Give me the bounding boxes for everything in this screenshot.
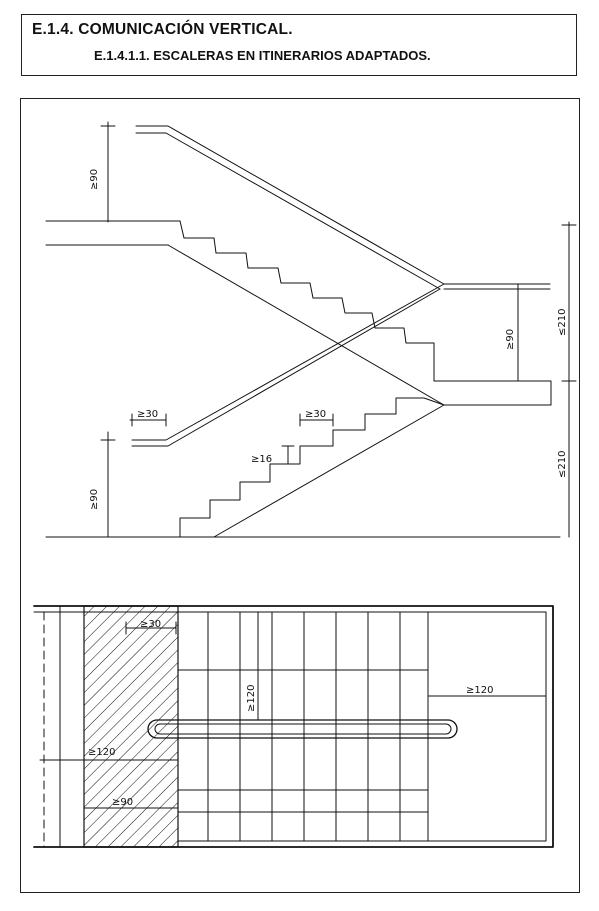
lower-handrail bbox=[131, 283, 445, 447]
dim-landing-depth: ≥120 bbox=[466, 685, 493, 696]
dim-flight-width: ≥120 bbox=[246, 685, 257, 712]
dim-stair-width: ≥120 bbox=[88, 747, 115, 758]
plan-view: ≥30 ≥120 ≥120 ≥120 ≥90 bbox=[33, 605, 554, 848]
dim-line-rail-top bbox=[100, 121, 116, 223]
dim-zone-width: ≥90 bbox=[112, 797, 133, 808]
upper-handrail bbox=[135, 125, 551, 290]
dim-rail-height-mid: ≥90 bbox=[505, 329, 516, 350]
dim-line-zone-width bbox=[83, 801, 179, 815]
upper-flight-steps bbox=[179, 220, 552, 406]
dim-riser: ≥16 bbox=[251, 454, 272, 465]
plan-steps bbox=[177, 611, 429, 842]
dim-line-landing-depth bbox=[427, 689, 547, 703]
lower-flight-soffit bbox=[213, 404, 445, 538]
dim-step-edge: ≥30 bbox=[140, 619, 161, 630]
dim-line-tread bbox=[299, 413, 334, 427]
dim-line-rail-mid bbox=[510, 283, 526, 382]
dim-line-riser bbox=[281, 445, 295, 465]
section-view: ≥90 ≥90 ≥90 ≤210 ≤210 ≥30 ≥30 ≥16 bbox=[45, 121, 577, 538]
page-title: E.1.4. COMUNICACIÓN VERTICAL. bbox=[32, 21, 293, 38]
dim-line-rail-extension bbox=[129, 413, 167, 427]
dim-line-headroom-top bbox=[561, 221, 577, 382]
central-handrail bbox=[147, 719, 458, 739]
drawing-frame bbox=[20, 98, 580, 893]
plan-inner-wall bbox=[33, 611, 547, 842]
header-box: E.1.4. COMUNICACIÓN VERTICAL. E.1.4.1.1.… bbox=[21, 14, 577, 76]
dim-tread: ≥30 bbox=[305, 409, 326, 420]
central-handrail-inner bbox=[154, 723, 452, 735]
dim-rail-height-bottom: ≥90 bbox=[89, 489, 100, 510]
dim-line-flight-width bbox=[251, 611, 265, 721]
dim-headroom-bottom: ≤210 bbox=[557, 451, 568, 478]
upper-flight-soffit bbox=[167, 244, 445, 406]
dim-headroom-top: ≤210 bbox=[557, 309, 568, 336]
plan-outer-wall bbox=[33, 605, 554, 848]
dim-line-step-edge bbox=[125, 621, 177, 635]
dim-line-rail-bottom bbox=[100, 431, 116, 538]
lower-flight-steps bbox=[179, 397, 445, 538]
dim-rail-height-top: ≥90 bbox=[89, 169, 100, 190]
page-subtitle: E.1.4.1.1. ESCALERAS EN ITINERARIOS ADAP… bbox=[94, 48, 431, 63]
dim-rail-extension: ≥30 bbox=[137, 409, 158, 420]
hatched-zone bbox=[83, 605, 179, 848]
upper-slab bbox=[45, 220, 181, 246]
